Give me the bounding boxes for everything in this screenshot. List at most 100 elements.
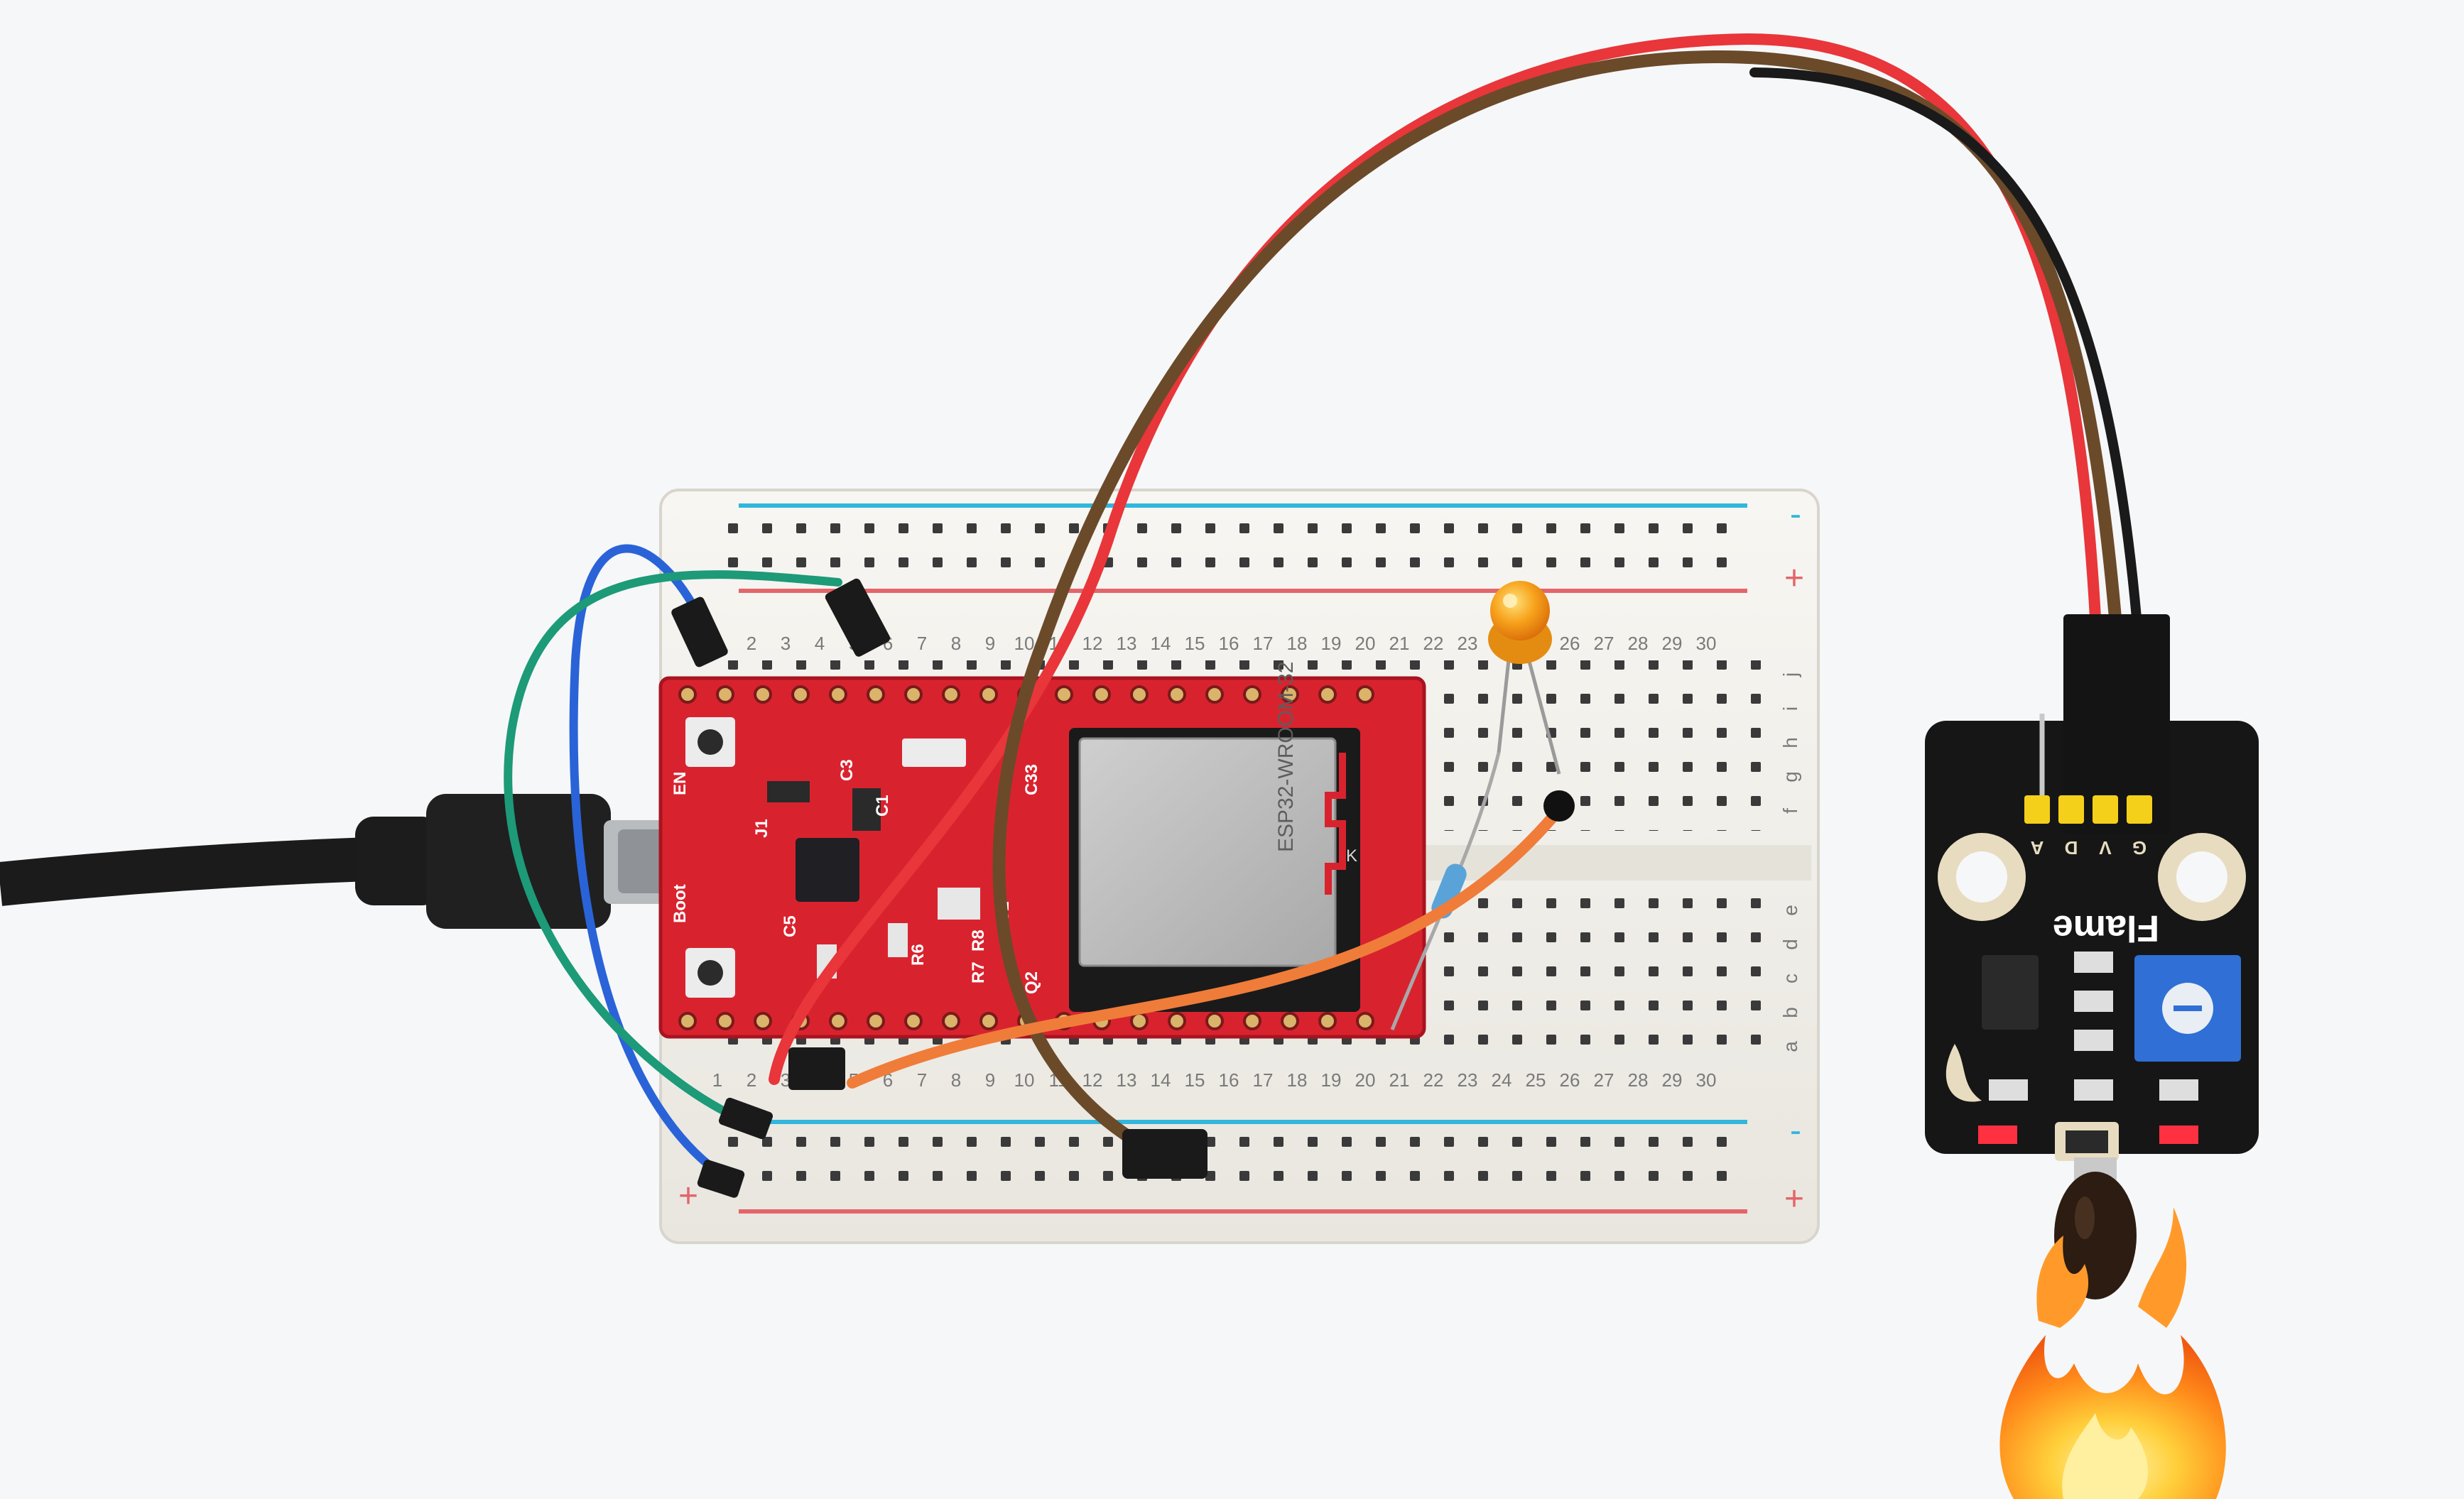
breadboard-row-number: 7 bbox=[917, 633, 927, 654]
silkscreen-label: C3 bbox=[837, 759, 857, 781]
led bbox=[1488, 581, 1561, 775]
rail-plus-top: + bbox=[1784, 560, 1804, 597]
breadboard-row-number: 19 bbox=[1321, 633, 1342, 654]
jumper-connector-left bbox=[788, 1047, 845, 1090]
header-pin bbox=[829, 1012, 847, 1030]
module-pin-label: G bbox=[2132, 837, 2146, 858]
header-pin bbox=[942, 1012, 960, 1030]
header-pin bbox=[1092, 685, 1111, 704]
breadboard-row-number: 15 bbox=[1185, 1069, 1205, 1091]
header-pin bbox=[979, 685, 998, 704]
breadboard-row-number: 20 bbox=[1355, 633, 1376, 654]
breadboard-row-number: 27 bbox=[1594, 1069, 1614, 1091]
module-pin-label: D bbox=[2065, 837, 2078, 858]
breadboard-row-number: 22 bbox=[1423, 633, 1444, 654]
breadboard-row-number: 10 bbox=[1014, 1069, 1035, 1091]
breadboard-row-number: 28 bbox=[1628, 1069, 1649, 1091]
header-pin bbox=[829, 685, 847, 704]
wire-blue bbox=[569, 544, 745, 1198]
silkscreen-label: Boot bbox=[671, 884, 690, 923]
breadboard-row-number: 30 bbox=[1696, 1069, 1717, 1091]
header-pin bbox=[1318, 1012, 1337, 1030]
silkscreen-label: Q2 bbox=[1022, 971, 1041, 994]
breadboard-letter: h bbox=[1779, 737, 1801, 748]
breadboard-row-number: 2 bbox=[747, 1069, 756, 1091]
header-pin bbox=[1130, 685, 1149, 704]
breadboard-row-number: 21 bbox=[1389, 1069, 1410, 1091]
header-pin bbox=[867, 685, 885, 704]
breadboard-row-number: 3 bbox=[781, 633, 791, 654]
header-pin bbox=[904, 685, 923, 704]
header-pin bbox=[678, 685, 697, 704]
module-pin-pad bbox=[2024, 795, 2050, 824]
esp32-module-label: ESP32-WROOM-32 bbox=[1274, 662, 1298, 852]
silkscreen-label: C1 bbox=[873, 795, 892, 817]
wire-brown bbox=[992, 50, 2122, 1167]
header-pin bbox=[678, 1012, 697, 1030]
module-pin-pad bbox=[2127, 795, 2152, 824]
header-pin bbox=[904, 1012, 923, 1030]
rail-minus-bottom: - bbox=[1790, 1112, 1801, 1150]
silkscreen-label: R8 bbox=[969, 930, 988, 952]
breadboard-row-number: 17 bbox=[1253, 1069, 1274, 1091]
breadboard-letter: g bbox=[1779, 771, 1801, 783]
module-pin-pad bbox=[2058, 795, 2084, 824]
breadboard-row-number: 12 bbox=[1082, 633, 1103, 654]
rail-plus-bottom: + bbox=[1784, 1180, 1804, 1218]
header-pin bbox=[754, 685, 772, 704]
silkscreen-label: C5 bbox=[781, 915, 800, 937]
header-pins-top bbox=[678, 685, 1374, 704]
esp32-board: ESP32-WROOM-32 K ENBootC33U2R7R8C5J1C3C1… bbox=[658, 662, 1426, 1039]
silkscreen-label: EN bbox=[671, 772, 690, 795]
breadboard-letter: f bbox=[1779, 808, 1801, 814]
silkscreen-label: J1 bbox=[752, 819, 771, 838]
wire-black bbox=[1749, 67, 2142, 623]
signal-led bbox=[2159, 1125, 2198, 1144]
breadboard-row-number: 23 bbox=[1458, 633, 1478, 654]
silkscreen-label: R6 bbox=[908, 944, 928, 966]
breadboard-row-number: 22 bbox=[1423, 1069, 1444, 1091]
breadboard-row-number: 3 bbox=[781, 1069, 791, 1091]
breadboard-row-numbers-top: 1234567891011121314151617181920212223242… bbox=[712, 633, 1717, 654]
breadboard-row-number: 29 bbox=[1662, 633, 1683, 654]
esp32-module: ESP32-WROOM-32 K bbox=[1069, 662, 1360, 1012]
breadboard-row-number: 15 bbox=[1185, 633, 1205, 654]
header-pin bbox=[1130, 1012, 1149, 1030]
silkscreen-label: C33 bbox=[1022, 764, 1041, 795]
breadboard-row-number: 4 bbox=[815, 633, 825, 654]
breadboard-row-number: 21 bbox=[1389, 633, 1410, 654]
breadboard-letter: b bbox=[1779, 1007, 1801, 1018]
breadboard-row-number: 8 bbox=[951, 1069, 961, 1091]
breadboard-row-number: 28 bbox=[1628, 633, 1649, 654]
resistor bbox=[1390, 752, 1501, 1030]
header-pin bbox=[754, 1012, 772, 1030]
breadboard-row-number: 25 bbox=[1526, 1069, 1546, 1091]
power-led bbox=[1978, 1125, 2017, 1144]
header-pin bbox=[1243, 1012, 1261, 1030]
breadboard-row-number: 27 bbox=[1594, 633, 1614, 654]
header-pin bbox=[942, 685, 960, 704]
antenna-mark: K bbox=[1346, 846, 1357, 866]
flame-logo-icon bbox=[1945, 1044, 1982, 1102]
breadboard-letter: e bbox=[1779, 905, 1801, 916]
header-pin bbox=[1318, 685, 1337, 704]
breadboard-row-number: 7 bbox=[917, 1069, 927, 1091]
breadboard-letter: a bbox=[1779, 1041, 1801, 1052]
breadboard-row-number: 9 bbox=[985, 1069, 995, 1091]
jumper-connector-bottom bbox=[1122, 1129, 1207, 1179]
breadboard-row-number: 10 bbox=[1014, 633, 1035, 654]
header-pin bbox=[1281, 1012, 1299, 1030]
module-pin-label: A bbox=[2030, 837, 2044, 858]
header-pin bbox=[716, 685, 734, 704]
breadboard-row-numbers-bottom: 1234567891011121314151617181920212223242… bbox=[712, 1069, 1717, 1091]
breadboard-letter: j bbox=[1779, 672, 1801, 677]
header-pin bbox=[867, 1012, 885, 1030]
breadboard-row-number: 20 bbox=[1355, 1069, 1376, 1091]
breadboard-row-number: 26 bbox=[1560, 1069, 1580, 1091]
breadboard-row-number: 16 bbox=[1219, 633, 1239, 654]
breadboard-row-number: 19 bbox=[1321, 1069, 1342, 1091]
